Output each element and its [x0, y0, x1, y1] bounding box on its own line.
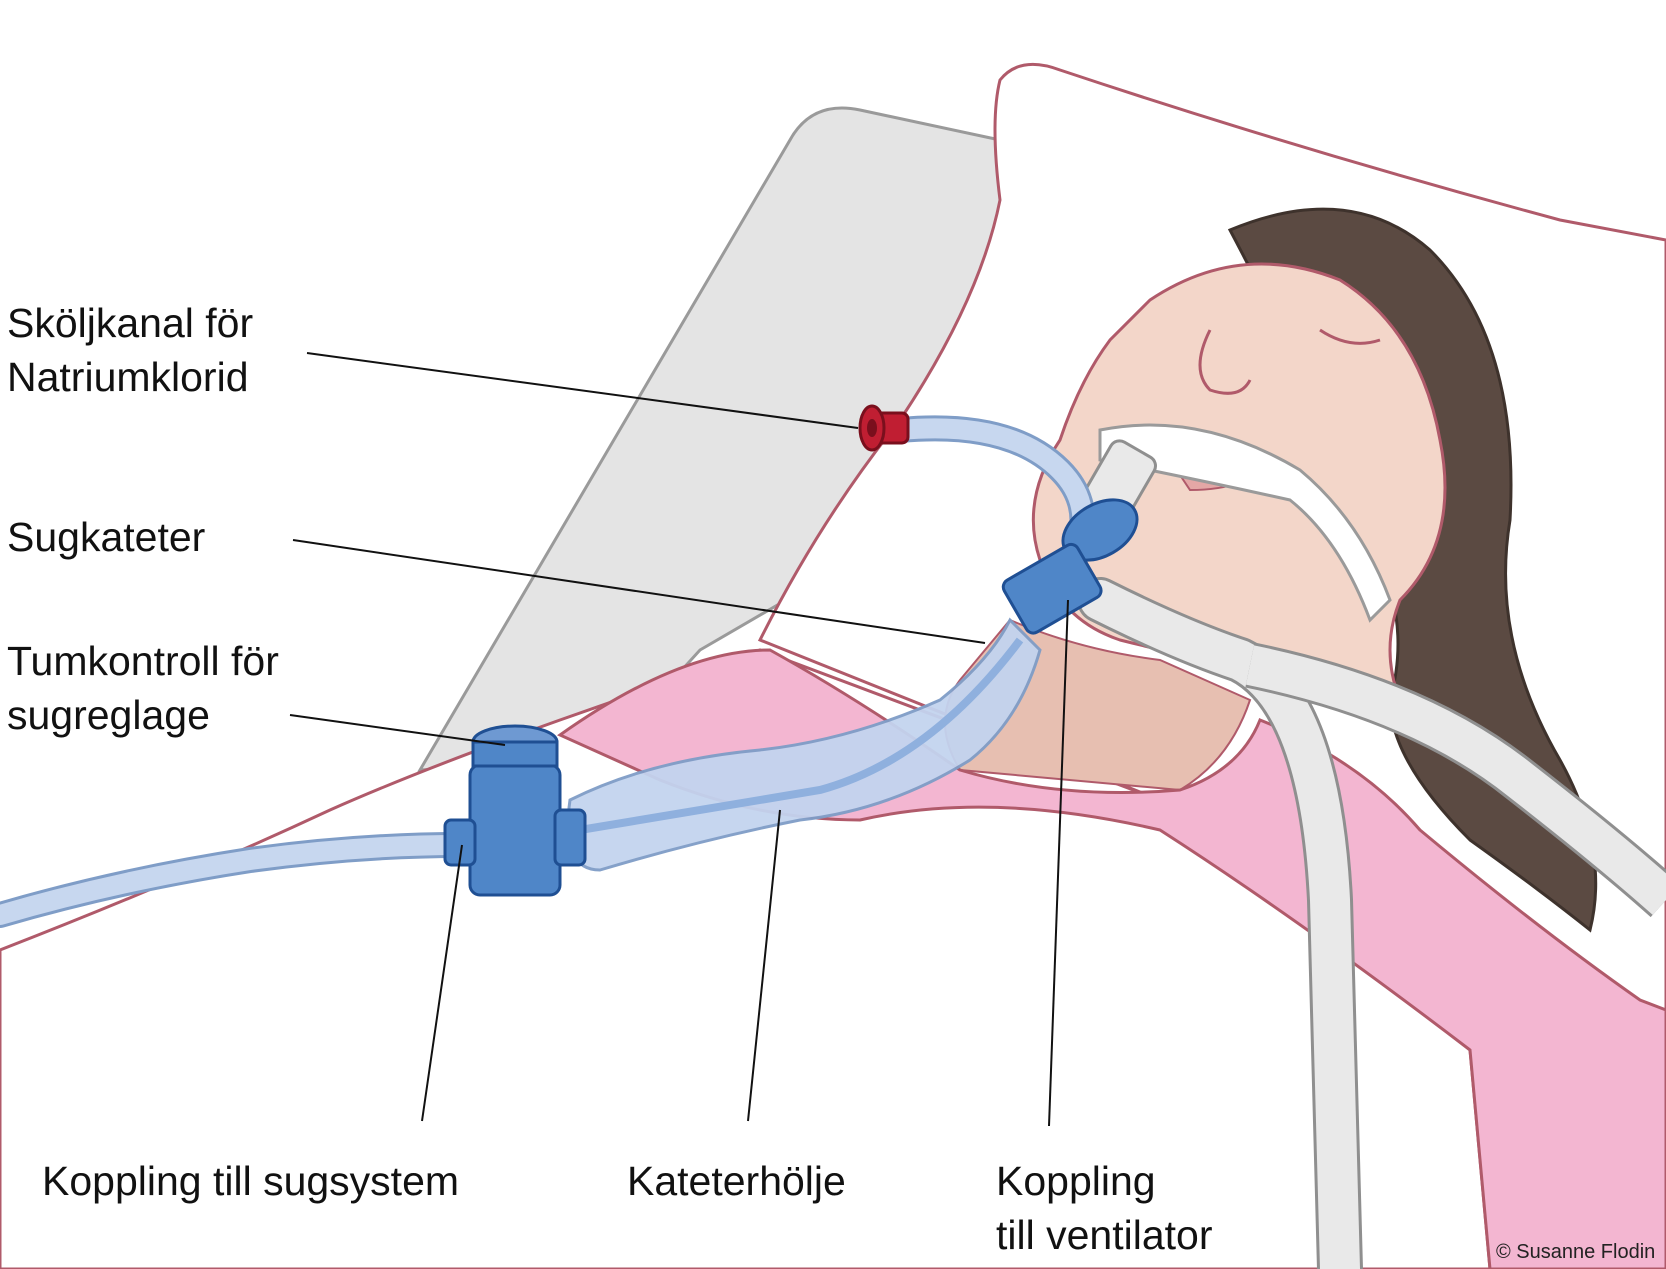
flush-port	[858, 404, 910, 452]
label-ventilator-connection: Koppling till ventilator	[996, 1154, 1212, 1262]
leader-suction-connection	[421, 844, 463, 1122]
label-catheter-sleeve: Kateterhölje	[627, 1154, 846, 1208]
label-suction-catheter: Sugkateter	[7, 510, 205, 564]
leader-ventilator-connection	[1048, 599, 1069, 1127]
catheter-sleeve	[566, 617, 1042, 872]
label-flush-channel-line2: Natriumklorid	[7, 354, 249, 400]
ventilator-connector	[1001, 498, 1139, 635]
tube-holder-tape	[1098, 423, 1392, 623]
label-thumb-control-line1: Tumkontroll för	[7, 638, 279, 684]
label-thumb-control-line2: sugreglage	[7, 692, 210, 738]
label-ventilator-connection-line2: till ventilator	[996, 1212, 1213, 1258]
label-flush-channel-line1: Sköljkanal för	[7, 300, 254, 346]
thumb-control-valve	[443, 724, 587, 897]
label-catheter-sleeve-text: Kateterhölje	[627, 1158, 846, 1204]
label-suction-connection: Koppling till sugsystem	[42, 1154, 459, 1208]
leader-thumb-control	[289, 714, 506, 746]
label-suction-catheter-text: Sugkateter	[7, 514, 206, 560]
label-flush-channel: Sköljkanal för Natriumklorid	[7, 296, 253, 404]
leader-catheter-sleeve	[747, 809, 781, 1122]
copyright-credit: © Susanne Flodin	[1496, 1241, 1656, 1263]
leader-suction-catheter	[292, 539, 986, 644]
leader-flush-channel	[306, 352, 859, 429]
suction-catheter	[579, 637, 1024, 834]
patient-nose	[1198, 329, 1252, 395]
label-suction-connection-text: Koppling till sugsystem	[42, 1158, 460, 1204]
patient-eye	[1319, 328, 1381, 345]
label-thumb-control: Tumkontroll för sugreglage	[7, 634, 279, 742]
label-ventilator-connection-line1: Koppling	[996, 1158, 1156, 1204]
